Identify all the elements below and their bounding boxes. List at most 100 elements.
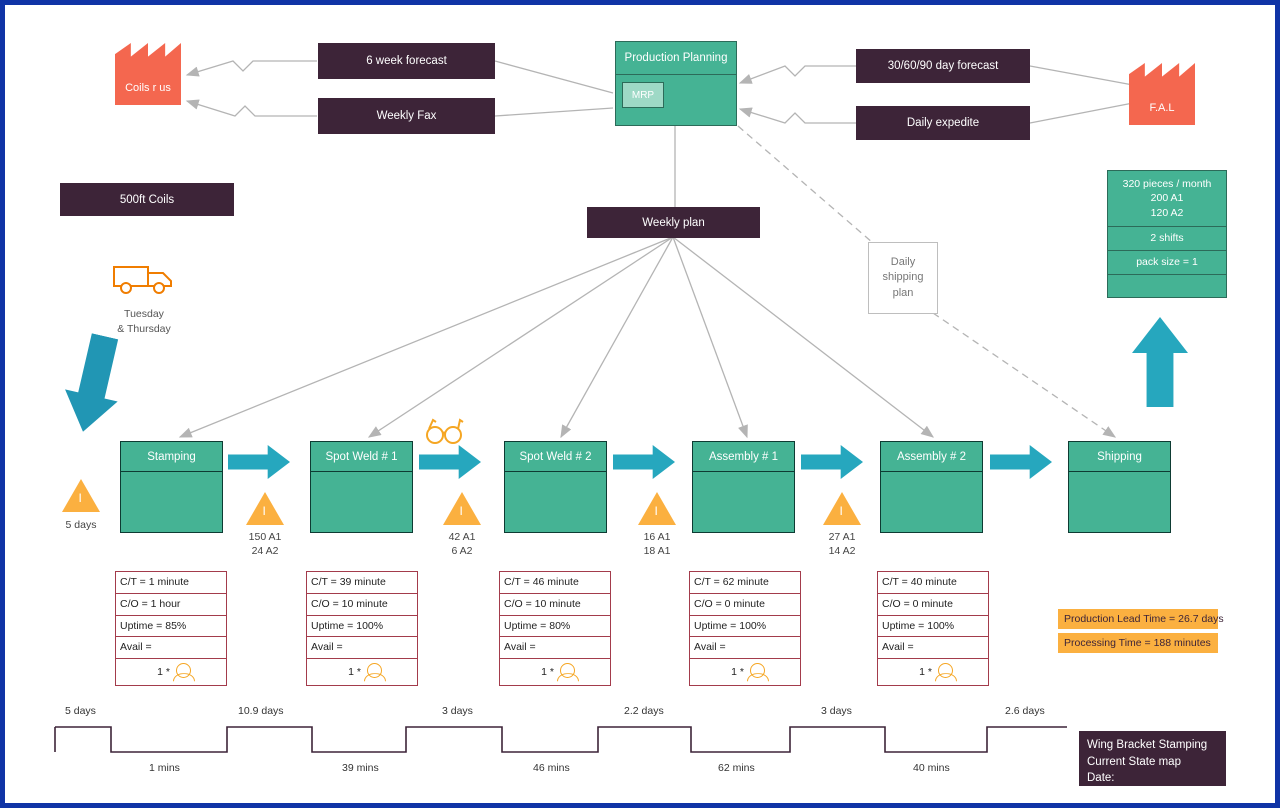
process-title: Shipping — [1069, 442, 1170, 472]
inventory-1: 150 A1 24 A2 — [246, 492, 303, 558]
data-box-assembly-2: C/T = 40 minute C/O = 0 minute Uptime = … — [877, 571, 989, 687]
weekly-plan-label: Weekly plan — [642, 216, 705, 229]
process-box-shipping[interactable]: Shipping — [1068, 441, 1171, 533]
timeline-wait-4: 3 days — [821, 705, 852, 717]
customer-label: F.A.L — [1149, 102, 1175, 114]
data-ct: C/T = 46 minute — [500, 572, 610, 594]
operator-count: 1 * — [731, 666, 744, 679]
requirement-shifts: 2 shifts — [1107, 227, 1227, 251]
data-ct: C/T = 39 minute — [307, 572, 417, 594]
data-box-spot-weld-1: C/T = 39 minute C/O = 10 minute Uptime =… — [306, 571, 418, 687]
inventory-triangle-icon — [638, 492, 676, 525]
data-co: C/O = 1 hour — [116, 594, 226, 616]
operator-icon — [363, 663, 386, 682]
data-ct: C/T = 40 minute — [878, 572, 988, 594]
data-box-stamping: C/T = 1 minute C/O = 1 hour Uptime = 85%… — [115, 571, 227, 687]
weekly-fax-box[interactable]: Weekly Fax — [318, 98, 495, 134]
data-uptime: Uptime = 85% — [116, 616, 226, 638]
data-avail: Avail = — [307, 637, 417, 660]
inventory-triangle-icon — [443, 492, 481, 525]
supplier-label: Coils r us — [125, 82, 171, 94]
push-arrow-3 — [613, 445, 675, 479]
truck-schedule-line1: Tuesday — [124, 308, 164, 320]
supplier-factory: Coils r us — [115, 43, 181, 105]
production-planning-box[interactable]: Production Planning MRP — [615, 41, 737, 126]
weekly-plan-box[interactable]: Weekly plan — [587, 207, 760, 238]
process-title: Assembly # 2 — [881, 442, 982, 472]
data-uptime: Uptime = 100% — [307, 616, 417, 638]
title-line-3: Date: — [1087, 772, 1115, 785]
daily-shipping-plan-box[interactable]: Daily shipping plan — [868, 242, 938, 314]
operator-count: 1 * — [157, 666, 170, 679]
operator-icon — [556, 663, 579, 682]
data-co: C/O = 0 minute — [878, 594, 988, 616]
process-title: Spot Weld # 1 — [311, 442, 412, 472]
data-operators: 1 * — [500, 659, 610, 685]
data-avail: Avail = — [878, 637, 988, 660]
process-box-stamping[interactable]: Stamping — [120, 441, 223, 533]
inventory-triangle-icon — [246, 492, 284, 525]
operator-icon — [746, 663, 769, 682]
process-box-assembly-2[interactable]: Assembly # 2 — [880, 441, 983, 533]
data-uptime: Uptime = 100% — [690, 616, 800, 638]
timeline-wait-0: 5 days — [65, 705, 96, 717]
data-co: C/O = 10 minute — [307, 594, 417, 616]
requirement-volume: 320 pieces / month 200 A1 120 A2 — [1107, 170, 1227, 227]
forecast-30-60-90-box[interactable]: 30/60/90 day forecast — [856, 49, 1030, 83]
six-week-forecast-label: 6 week forecast — [366, 55, 447, 67]
data-operators: 1 * — [690, 659, 800, 685]
timeline-wait-1: 10.9 days — [238, 705, 284, 717]
glasses-icon — [424, 417, 466, 452]
data-uptime: Uptime = 80% — [500, 616, 610, 638]
customer-requirements-stack: 320 pieces / month 200 A1 120 A2 2 shift… — [1107, 170, 1227, 298]
process-box-spot-weld-2[interactable]: Spot Weld # 2 — [504, 441, 607, 533]
requirement-spacer — [1107, 275, 1227, 298]
data-operators: 1 * — [307, 659, 417, 685]
data-avail: Avail = — [500, 637, 610, 660]
data-operators: 1 * — [116, 659, 226, 685]
operator-count: 1 * — [541, 666, 554, 679]
inventory-triangle-icon — [62, 479, 100, 512]
inventory-3: 16 A1 18 A1 — [638, 492, 695, 558]
process-box-spot-weld-1[interactable]: Spot Weld # 1 — [310, 441, 413, 533]
outbound-shipment-arrow — [1132, 317, 1188, 407]
process-title: Stamping — [121, 442, 222, 472]
process-title: Assembly # 1 — [693, 442, 794, 472]
push-arrow-5 — [990, 445, 1052, 479]
mrp-box[interactable]: MRP — [622, 82, 664, 108]
title-line-2: Current State map — [1087, 755, 1181, 768]
inventory-4: 27 A1 14 A2 — [823, 492, 880, 558]
inventory-0: 5 days — [62, 479, 119, 532]
timeline-wait-5: 2.6 days — [1005, 705, 1045, 717]
daily-expedite-box[interactable]: Daily expedite — [856, 106, 1030, 140]
push-arrow-1 — [228, 445, 290, 479]
push-arrow-4 — [801, 445, 863, 479]
processing-time-label: Processing Time = 188 minutes — [1064, 637, 1211, 649]
data-avail: Avail = — [116, 637, 226, 660]
inbound-shipment-arrow — [57, 330, 132, 438]
inbound-truck-icon — [113, 263, 175, 295]
process-title: Spot Weld # 2 — [505, 442, 606, 472]
inbound-truck-schedule: Tuesday & Thursday — [103, 307, 185, 336]
material-note-box: 500ft Coils — [60, 183, 234, 216]
data-ct: C/T = 1 minute — [116, 572, 226, 594]
timeline-process-1: 39 mins — [342, 762, 379, 774]
customer-factory: F.A.L — [1129, 63, 1195, 125]
title-line-1: Wing Bracket Stamping — [1087, 739, 1208, 751]
data-ct: C/T = 62 minute — [690, 572, 800, 594]
truck-schedule-line2: & Thursday — [117, 322, 171, 335]
timeline-process-3: 62 mins — [718, 762, 755, 774]
six-week-forecast-box[interactable]: 6 week forecast — [318, 43, 495, 79]
process-box-assembly-1[interactable]: Assembly # 1 — [692, 441, 795, 533]
weekly-fax-label: Weekly Fax — [376, 110, 437, 122]
timeline-process-0: 1 mins — [149, 762, 180, 774]
material-note-label: 500ft Coils — [119, 193, 175, 206]
inventory-label: 5 days — [65, 519, 97, 531]
data-operators: 1 * — [878, 659, 988, 685]
operator-count: 1 * — [348, 666, 361, 679]
title-block: Wing Bracket Stamping Current State map … — [1079, 731, 1226, 786]
operator-icon — [172, 663, 195, 682]
data-uptime: Uptime = 100% — [878, 616, 988, 638]
requirement-pack-size: pack size = 1 — [1107, 251, 1227, 275]
